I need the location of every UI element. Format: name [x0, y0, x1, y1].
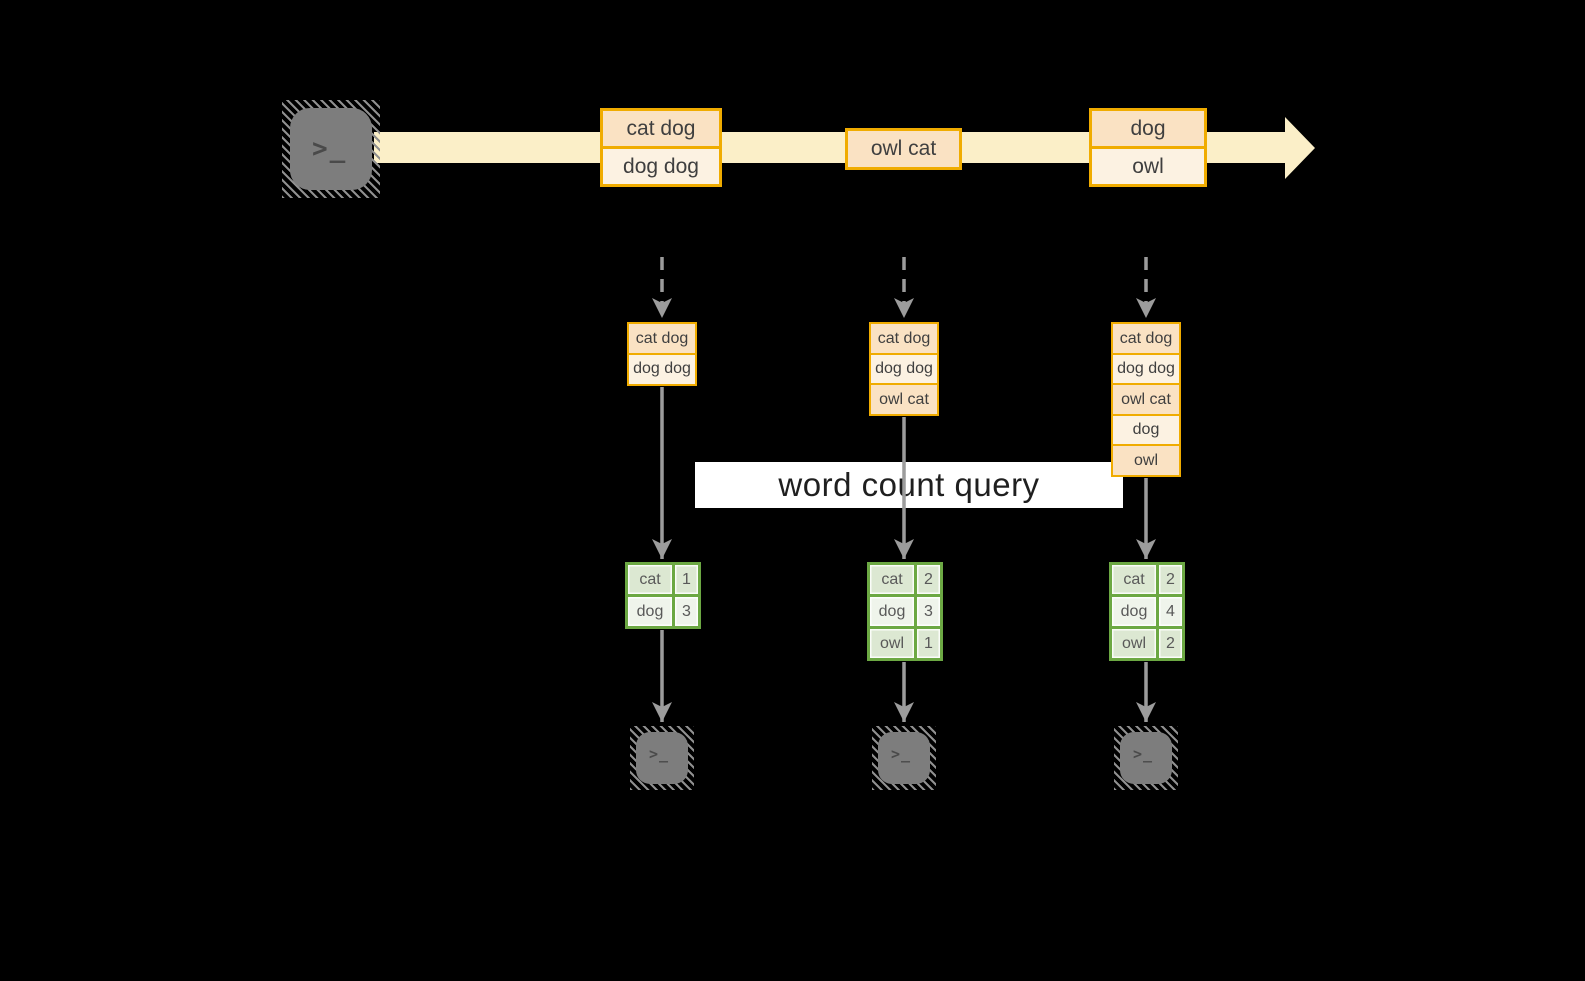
buffer-record: dog dog: [627, 352, 697, 386]
sink-terminal-icon-1: >_: [630, 726, 694, 790]
count-cell: 4: [1159, 597, 1182, 626]
stream-record-1: cat dog dog dog: [600, 108, 722, 187]
terminal-prompt-icon: >_: [891, 745, 912, 763]
record-buffer-col2: cat dog dog dog owl cat: [869, 322, 939, 416]
count-cell: 3: [675, 597, 698, 626]
table-row: dog 3: [628, 597, 698, 626]
count-table-col3: cat 2 dog 4 owl 2: [1109, 562, 1185, 661]
stream-record-line: owl: [1089, 146, 1207, 187]
buffer-record: cat dog: [627, 322, 697, 355]
stream-record-line: owl cat: [845, 128, 962, 170]
word-cell: dog: [870, 597, 914, 626]
table-row: dog 3: [870, 597, 940, 626]
table-row: owl 1: [870, 629, 940, 658]
source-terminal-icon: >_: [282, 100, 380, 198]
terminal-screen: >_: [290, 108, 372, 190]
buffer-record: cat dog: [1111, 322, 1181, 355]
table-row: dog 4: [1112, 597, 1182, 626]
table-row: cat 2: [870, 565, 940, 594]
stream-record-3: dog owl: [1089, 108, 1207, 187]
count-cell: 3: [917, 597, 940, 626]
table-row: owl 2: [1112, 629, 1182, 658]
word-cell: cat: [628, 565, 672, 594]
buffer-record: owl cat: [869, 383, 939, 416]
word-cell: dog: [1112, 597, 1156, 626]
sink-terminal-icon-3: >_: [1114, 726, 1178, 790]
terminal-screen: >_: [878, 732, 930, 784]
count-cell: 2: [1159, 565, 1182, 594]
word-cell: cat: [870, 565, 914, 594]
count-cell: 2: [917, 565, 940, 594]
buffer-record: dog dog: [1111, 352, 1181, 386]
sink-terminal-icon-2: >_: [872, 726, 936, 790]
terminal-prompt-icon: >_: [1133, 745, 1154, 763]
terminal-screen: >_: [636, 732, 688, 784]
terminal-prompt-icon: >_: [312, 134, 348, 164]
stream-record-2: owl cat: [845, 128, 962, 170]
count-cell: 1: [675, 565, 698, 594]
word-cell: owl: [870, 629, 914, 658]
count-table-col1: cat 1 dog 3: [625, 562, 701, 629]
terminal-screen: >_: [1120, 732, 1172, 784]
buffer-record: owl cat: [1111, 383, 1181, 416]
stream-record-line: cat dog: [600, 108, 722, 149]
word-cell: cat: [1112, 565, 1156, 594]
word-cell: dog: [628, 597, 672, 626]
buffer-record: dog: [1111, 413, 1181, 447]
stream-record-line: dog dog: [600, 146, 722, 187]
query-label-banner: word count query: [695, 462, 1123, 508]
terminal-prompt-icon: >_: [649, 745, 670, 763]
buffer-record: cat dog: [869, 322, 939, 355]
record-buffer-col3: cat dog dog dog owl cat dog owl: [1111, 322, 1181, 477]
buffer-record: owl: [1111, 444, 1181, 477]
buffer-record: dog dog: [869, 352, 939, 386]
count-table-col2: cat 2 dog 3 owl 1: [867, 562, 943, 661]
stream-arrowhead-icon: [1285, 117, 1315, 179]
record-buffer-col1: cat dog dog dog: [627, 322, 697, 386]
stream-record-line: dog: [1089, 108, 1207, 149]
query-label: word count query: [778, 466, 1040, 503]
table-row: cat 1: [628, 565, 698, 594]
count-cell: 1: [917, 629, 940, 658]
word-cell: owl: [1112, 629, 1156, 658]
table-row: cat 2: [1112, 565, 1182, 594]
count-cell: 2: [1159, 629, 1182, 658]
